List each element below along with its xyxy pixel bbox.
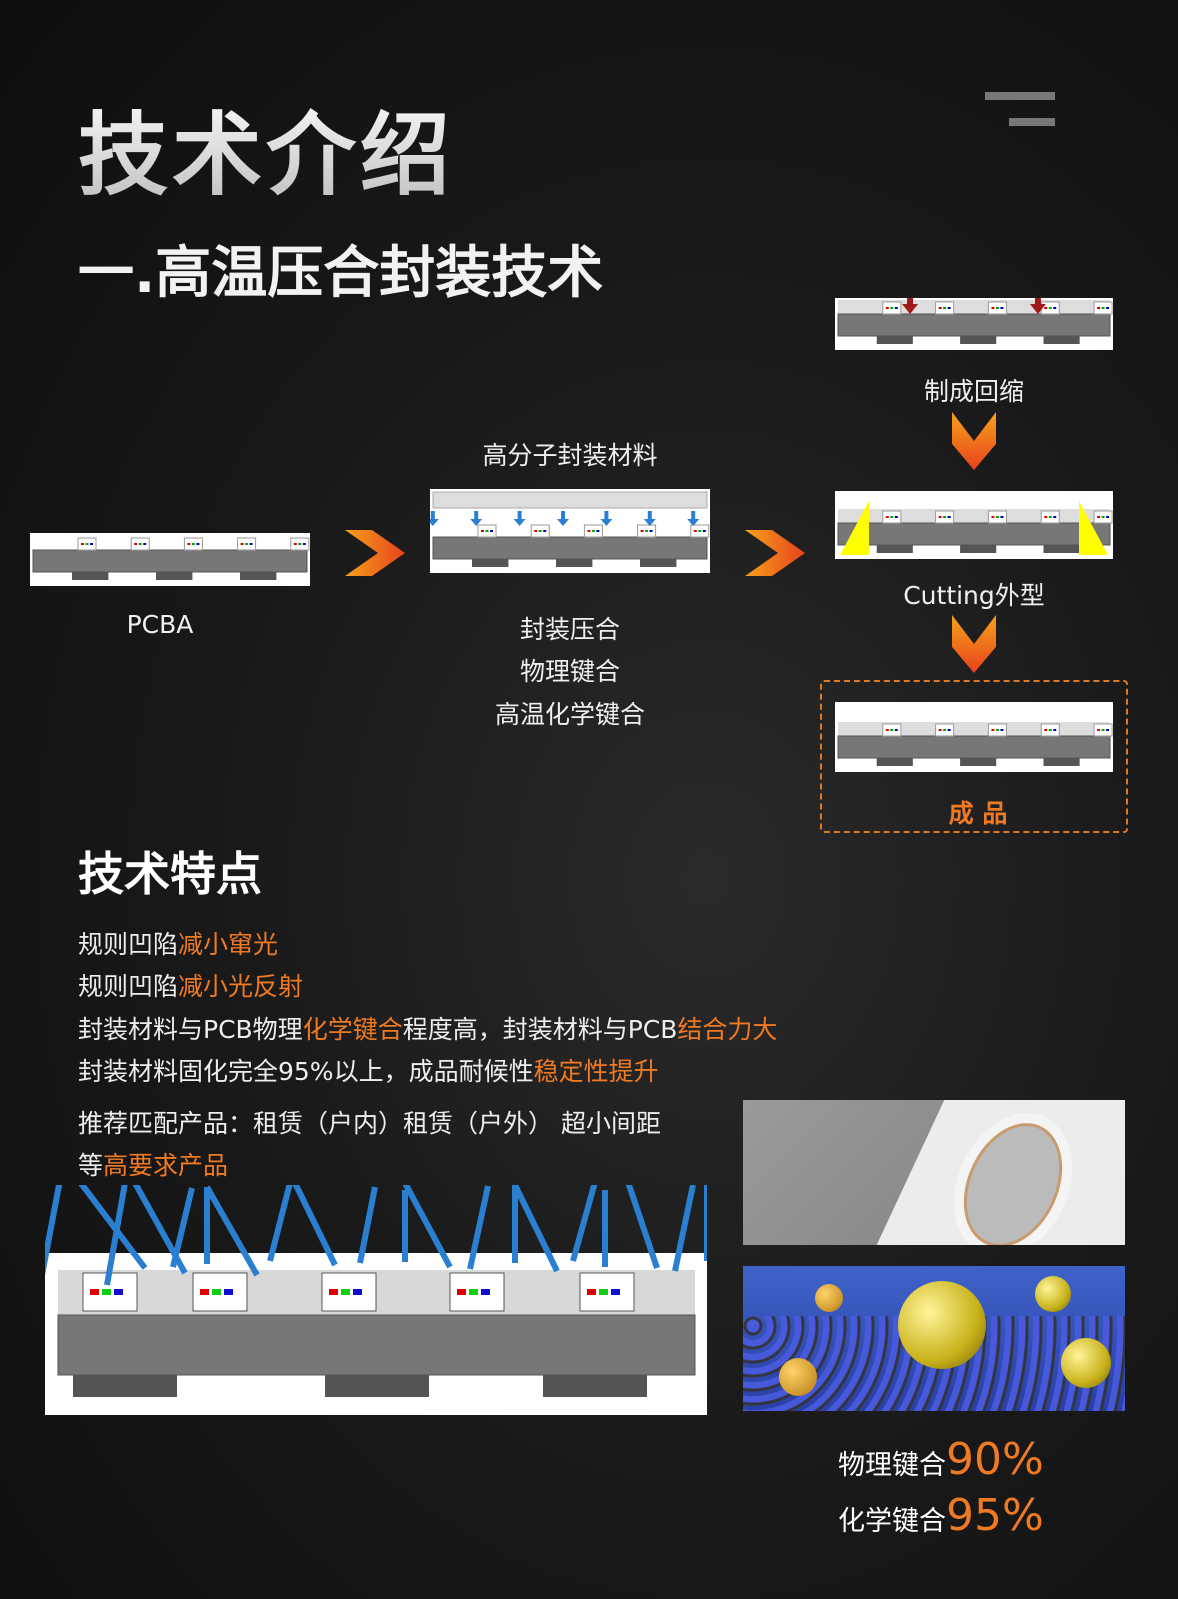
light-ray-arrow xyxy=(402,1185,453,1269)
press-line-2: 物理键合 xyxy=(519,657,621,686)
light-ray-arrow xyxy=(672,1185,696,1272)
features-title: 技术特点 xyxy=(78,847,262,901)
light-ray-arrow xyxy=(45,1185,63,1276)
feature-text: 封装材料固化完全95%以上，成品耐候性 xyxy=(78,1057,534,1086)
press-line-3: 高温化学键合 xyxy=(494,700,646,729)
stat-value: 90% xyxy=(946,1434,1044,1485)
light-ray-arrow xyxy=(170,1187,195,1268)
stat-label: 化学键合 xyxy=(838,1506,946,1537)
down-arrow-icon xyxy=(643,511,656,526)
press-line-1: 封装压合 xyxy=(519,615,621,644)
light-ray-arrow xyxy=(625,1185,660,1269)
down-arrow-icon xyxy=(557,511,569,526)
section-title: 一.高温压合封装技术 xyxy=(78,241,604,306)
final-label: 成 品 xyxy=(948,799,1008,828)
down-arrow-icon xyxy=(952,412,996,470)
light-ray-arrow xyxy=(104,1185,128,1286)
down-arrow-icon xyxy=(952,615,996,673)
feature-item: 规则凹陷减小窜光 xyxy=(78,925,278,961)
light-ray-arrow xyxy=(512,1185,560,1273)
menu-icon[interactable] xyxy=(985,92,1055,126)
down-arrow-icon xyxy=(600,511,613,526)
pcb-board xyxy=(837,735,1111,759)
light-ray-arrow xyxy=(357,1186,378,1264)
pcba-label: PCBA xyxy=(126,610,194,639)
feature-highlight: 减小光反射 xyxy=(178,972,304,1001)
light-ray-arrow xyxy=(467,1185,491,1270)
light-ray-arrow xyxy=(204,1185,260,1277)
final-diagram xyxy=(835,702,1113,772)
feature-highlight: 化学键合 xyxy=(302,1015,403,1044)
tape-image xyxy=(743,1100,1125,1245)
feature-highlight: 减小窜光 xyxy=(178,930,279,959)
press-diagram xyxy=(430,489,710,573)
light-ray-arrow xyxy=(292,1185,338,1267)
feature-text: 规则凹陷 xyxy=(78,930,179,959)
stat-chemical: 化学键合95% xyxy=(838,1490,1044,1541)
pcb-board xyxy=(837,313,1111,337)
down-arrow-icon xyxy=(470,511,483,526)
feature-highlight: 稳定性提升 xyxy=(533,1057,659,1086)
feature-text: 封装材料与PCB物理 xyxy=(78,1015,303,1044)
light-ray-arrow xyxy=(78,1185,148,1270)
molecule-image xyxy=(743,1266,1125,1411)
recommend-highlight: 高要求产品 xyxy=(103,1151,229,1180)
press-arrow-icon xyxy=(1029,298,1046,314)
light-ray-arrow xyxy=(267,1185,293,1262)
feature-item: 封装材料固化完全95%以上，成品耐候性稳定性提升 xyxy=(78,1052,659,1088)
pcb-board xyxy=(432,536,708,560)
shrink-diagram xyxy=(835,298,1113,350)
light-reflection-diagram xyxy=(45,1185,707,1415)
recommend-line: 等高要求产品 xyxy=(78,1146,228,1182)
down-arrow-icon xyxy=(513,511,526,526)
cutting-diagram xyxy=(835,491,1113,559)
pcba-diagram xyxy=(30,533,310,586)
feature-item: 封装材料与PCB物理化学键合程度高，封装材料与PCB结合力大 xyxy=(78,1010,777,1046)
right-arrow-icon xyxy=(345,530,405,576)
right-arrow-icon xyxy=(745,530,805,576)
feature-text: 规则凹陷 xyxy=(78,972,179,1001)
material-label: 高分子封装材料 xyxy=(482,441,658,470)
cut-marker xyxy=(1079,501,1108,555)
page-title: 技术介绍 xyxy=(78,82,454,212)
down-arrow-icon xyxy=(687,511,700,526)
recommend-text: 等 xyxy=(78,1151,104,1180)
cutting-label: Cutting外型 xyxy=(903,581,1045,610)
feature-item: 规则凹陷减小光反射 xyxy=(78,967,303,1003)
pcb-board xyxy=(837,522,1111,546)
stat-physical: 物理键合90% xyxy=(838,1434,1044,1485)
final-product-box xyxy=(820,680,1128,833)
feature-highlight: 结合力大 xyxy=(677,1015,778,1044)
shrink-label: 制成回缩 xyxy=(923,377,1025,406)
down-arrow-icon xyxy=(430,511,439,526)
cut-marker xyxy=(840,501,869,555)
recommend-text: 推荐匹配产品：租赁（户内）租赁（户外） 超小间距 xyxy=(78,1109,661,1138)
light-ray-arrow xyxy=(570,1185,598,1262)
stat-value: 95% xyxy=(946,1490,1044,1541)
press-arrow-icon xyxy=(902,298,919,314)
pcb-board xyxy=(32,549,308,573)
stat-label: 物理键合 xyxy=(838,1450,946,1481)
feature-text: 程度高，封装材料与PCB xyxy=(402,1015,678,1044)
